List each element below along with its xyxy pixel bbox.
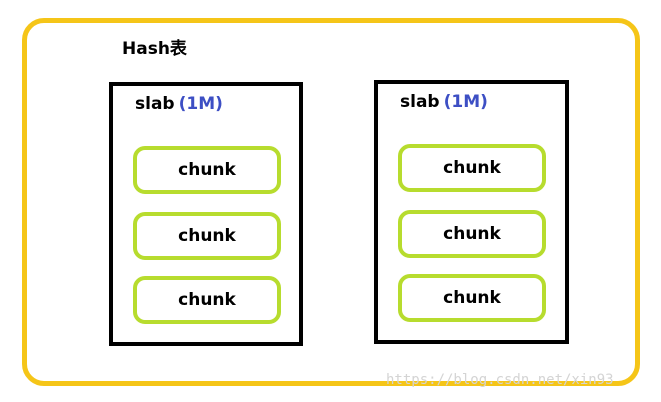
chunk-box: chunk bbox=[398, 144, 546, 192]
hash-table-label: Hash表 bbox=[122, 39, 187, 59]
slab-size: (1M) bbox=[178, 94, 223, 114]
chunk-box: chunk bbox=[133, 276, 281, 324]
slab-name: slab bbox=[400, 92, 440, 112]
slab-label-2: slab(1M) bbox=[400, 92, 488, 112]
chunk-box: chunk bbox=[398, 274, 546, 322]
hash-table-container bbox=[22, 18, 640, 386]
watermark-text: https://blog.csdn.net/xin93 bbox=[386, 372, 614, 388]
chunk-box: chunk bbox=[133, 146, 281, 194]
chunk-box: chunk bbox=[133, 212, 281, 260]
slab-box-1: slab(1M) chunk chunk chunk bbox=[109, 82, 303, 346]
slab-size: (1M) bbox=[443, 92, 488, 112]
slab-name: slab bbox=[135, 94, 175, 114]
chunk-box: chunk bbox=[398, 210, 546, 258]
slab-label-1: slab(1M) bbox=[135, 94, 223, 114]
slab-box-2: slab(1M) chunk chunk chunk bbox=[374, 80, 569, 344]
